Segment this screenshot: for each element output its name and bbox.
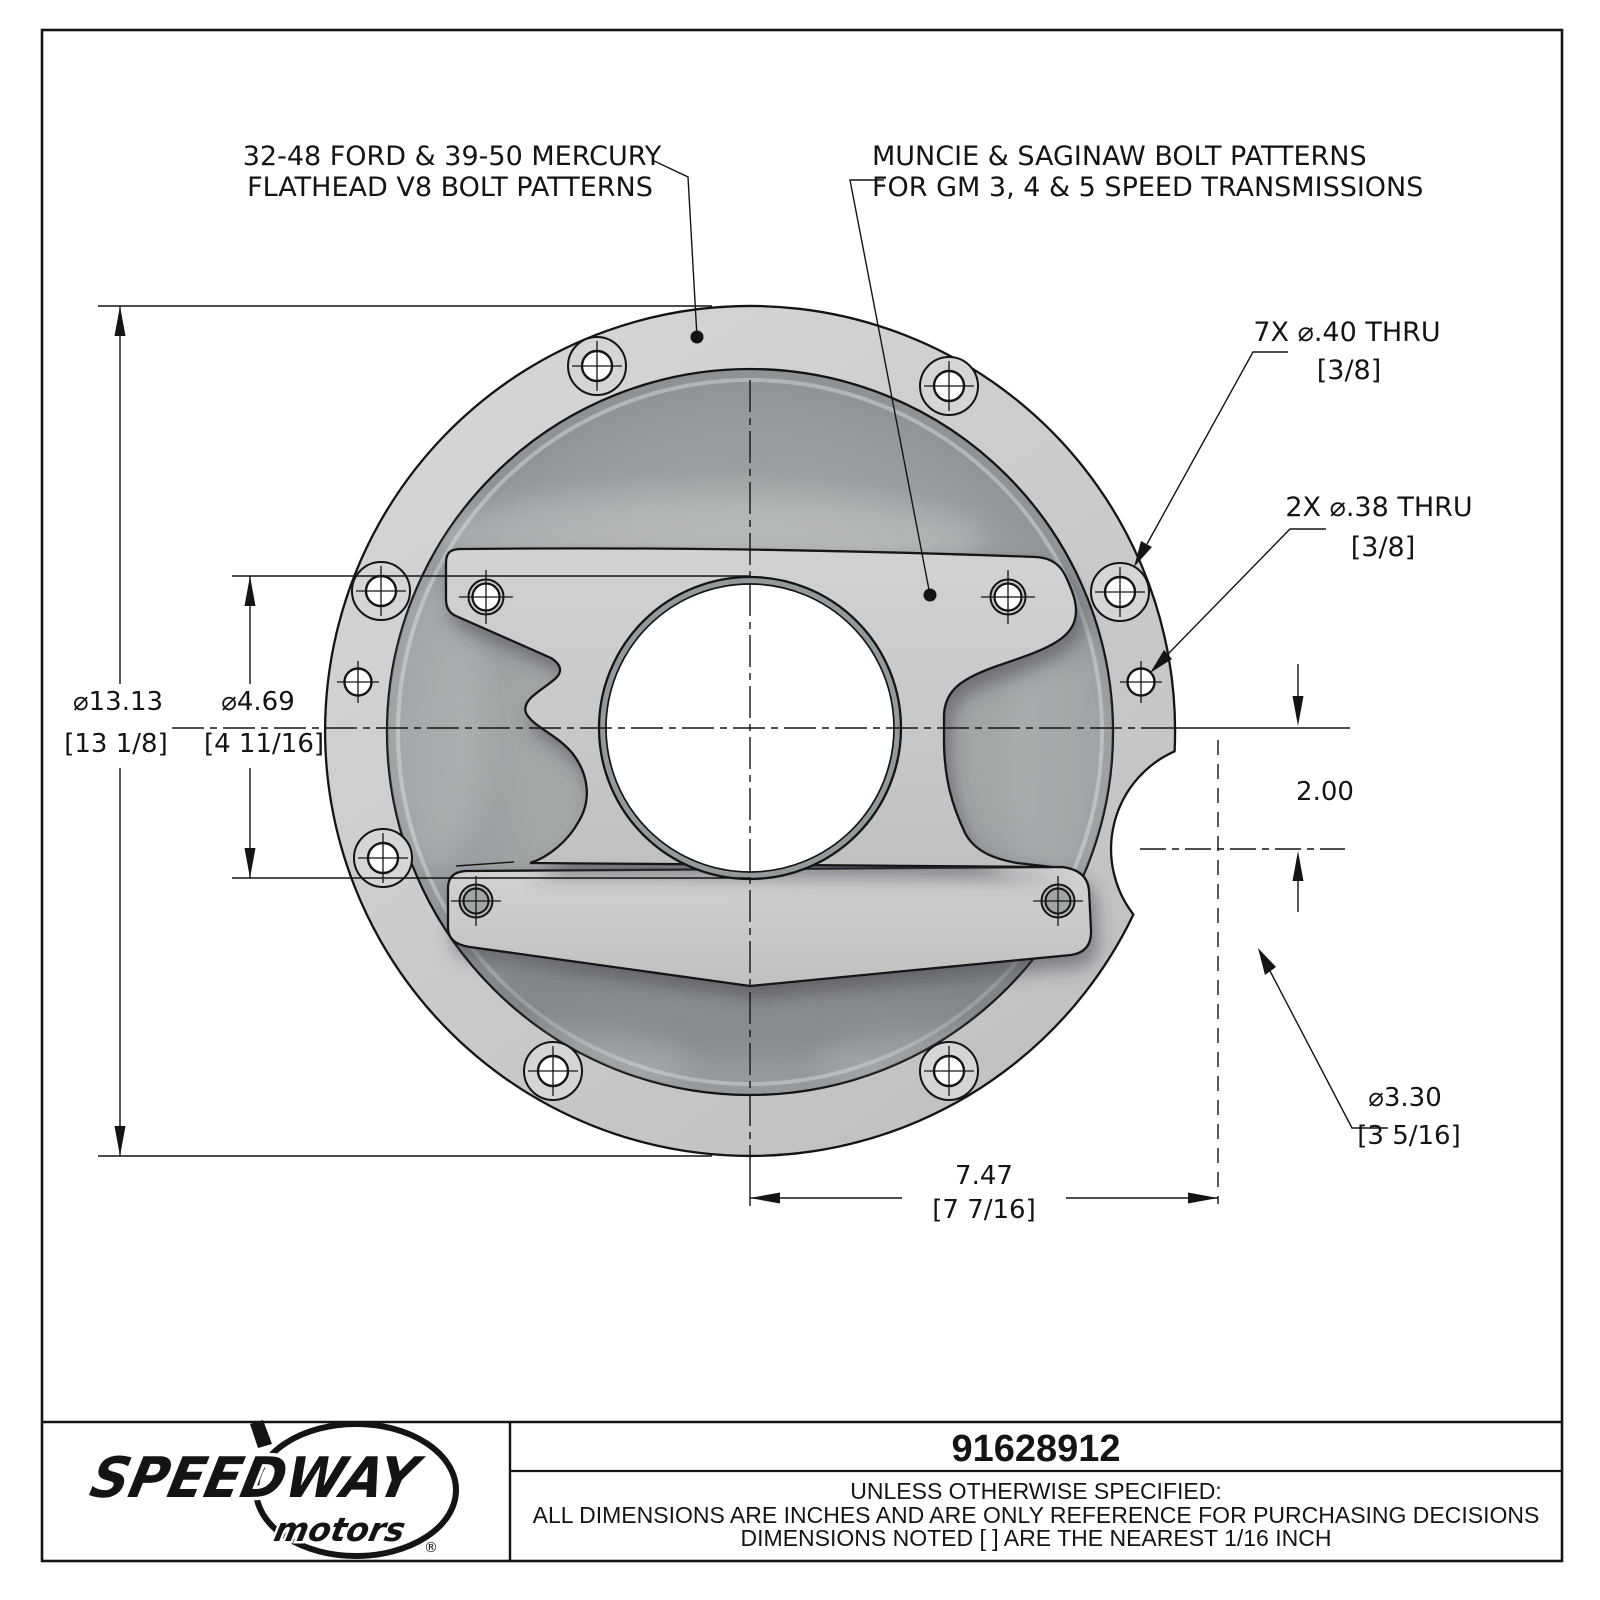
callout-text: 32-48 FORD & 39-50 MERCURY: [243, 141, 662, 172]
arrowhead: [114, 1126, 126, 1156]
leader-dot: [923, 588, 937, 602]
leader-arrowhead: [1150, 650, 1172, 673]
logo-registered-mark: ®: [424, 1540, 438, 1556]
arrowhead: [1188, 1192, 1218, 1204]
flange-bolt-hole: [1090, 562, 1150, 622]
leader-line: [651, 159, 698, 338]
arrowhead: [750, 1192, 780, 1204]
plate-bolt-hole: [981, 570, 1035, 624]
callout-text: FLATHEAD V8 BOLT PATTERNS: [247, 172, 653, 203]
callout-gm-pattern: MUNCIE & SAGINAW BOLT PATTERNS FOR GM 3,…: [849, 141, 1423, 602]
callout-text: ⌀3.30: [1368, 1083, 1442, 1113]
arrowhead: [244, 848, 256, 878]
callout-text: FOR GM 3, 4 & 5 SPEED TRANSMISSIONS: [872, 172, 1423, 203]
callout-text: 7X ⌀.40 THRU: [1253, 317, 1440, 348]
plate-bolt-hole: [459, 570, 513, 624]
flange-bolt-hole: [523, 1041, 583, 1101]
flange-bolt-hole: [919, 356, 979, 416]
dimension-horizontal-747: 7.47 [7 7/16]: [750, 1161, 1218, 1225]
callout-text: 2X ⌀.38 THRU: [1285, 492, 1472, 523]
bar-bolt-hole: [1033, 876, 1083, 926]
callout-text: MUNCIE & SAGINAW BOLT PATTERNS: [872, 141, 1367, 172]
callout-text: [3/8]: [1351, 532, 1416, 563]
small-bolt-hole: [1120, 661, 1162, 703]
logo-flag-mark: [250, 1420, 272, 1448]
dimension-text: 7.47: [955, 1161, 1013, 1191]
callout-text: [3 5/16]: [1357, 1121, 1460, 1151]
flange-bolt-hole: [353, 828, 413, 888]
title-block: 91628912 UNLESS OTHERWISE SPECIFIED: ALL…: [42, 1420, 1562, 1561]
leader-arrowhead: [1134, 541, 1152, 567]
bar-chamfer-line: [455, 861, 515, 867]
flange-bolt-hole: [351, 561, 411, 621]
sheet-border: [40, 28, 1564, 1563]
flange-bolt-holes-2x: [337, 661, 1162, 703]
leader-line: [1269, 970, 1388, 1129]
leader-line: [1167, 528, 1326, 655]
dimension-bore-diameter: ⌀4.69 [4 11/16]: [204, 575, 750, 879]
arrowhead: [244, 576, 256, 606]
logo-sub-text: motors: [271, 1510, 409, 1549]
leader-dot: [690, 330, 704, 344]
dimension-text: 2.00: [1296, 777, 1354, 807]
callout-register-diameter: ⌀3.30 [3 5/16]: [1258, 948, 1461, 1151]
speedway-motors-logo: SPEEDWAY motors ®: [81, 1420, 459, 1559]
arrowhead: [1292, 696, 1304, 726]
leader-line: [849, 179, 931, 596]
arrowhead: [114, 306, 126, 336]
title-note: UNLESS OTHERWISE SPECIFIED:: [850, 1478, 1221, 1504]
dimension-text: ⌀4.69: [221, 687, 295, 717]
small-bolt-hole: [337, 661, 379, 703]
flange-bolt-hole: [567, 336, 627, 396]
title-note: ALL DIMENSIONS ARE INCHES AND ARE ONLY R…: [533, 1502, 1540, 1528]
plate-bolt-holes: [451, 570, 1083, 926]
callout-ford-pattern: 32-48 FORD & 39-50 MERCURY FLATHEAD V8 B…: [243, 141, 704, 344]
title-note: DIMENSIONS NOTED [ ] ARE THE NEAREST 1/1…: [741, 1525, 1332, 1551]
part-number: 91628912: [951, 1428, 1120, 1470]
dimension-text: [7 7/16]: [932, 1195, 1035, 1225]
bar-bolt-hole: [451, 876, 501, 926]
logo-ring: [253, 1421, 459, 1559]
logo-brand-text: SPEEDWAY: [85, 1446, 429, 1511]
centerlines: [172, 380, 1350, 1206]
leader-arrowhead: [1258, 948, 1276, 975]
callout-text: [3/8]: [1317, 355, 1382, 386]
dimension-outer-diameter: ⌀13.13 [13 1/8]: [64, 305, 712, 1157]
dimension-text: [13 1/8]: [64, 729, 167, 759]
dimension-text: [4 11/16]: [204, 729, 324, 759]
arrowhead: [1292, 851, 1304, 881]
dimension-text: ⌀13.13: [73, 687, 163, 717]
flange-bolt-hole: [919, 1041, 979, 1101]
callout-7x-holes: 7X ⌀.40 THRU [3/8]: [1134, 317, 1441, 567]
lower-mount-bar: [446, 865, 1093, 988]
dimension-vertical-200: 2.00: [1292, 664, 1354, 912]
leader-line: [1146, 351, 1288, 545]
callout-2x-holes: 2X ⌀.38 THRU [3/8]: [1150, 492, 1473, 673]
